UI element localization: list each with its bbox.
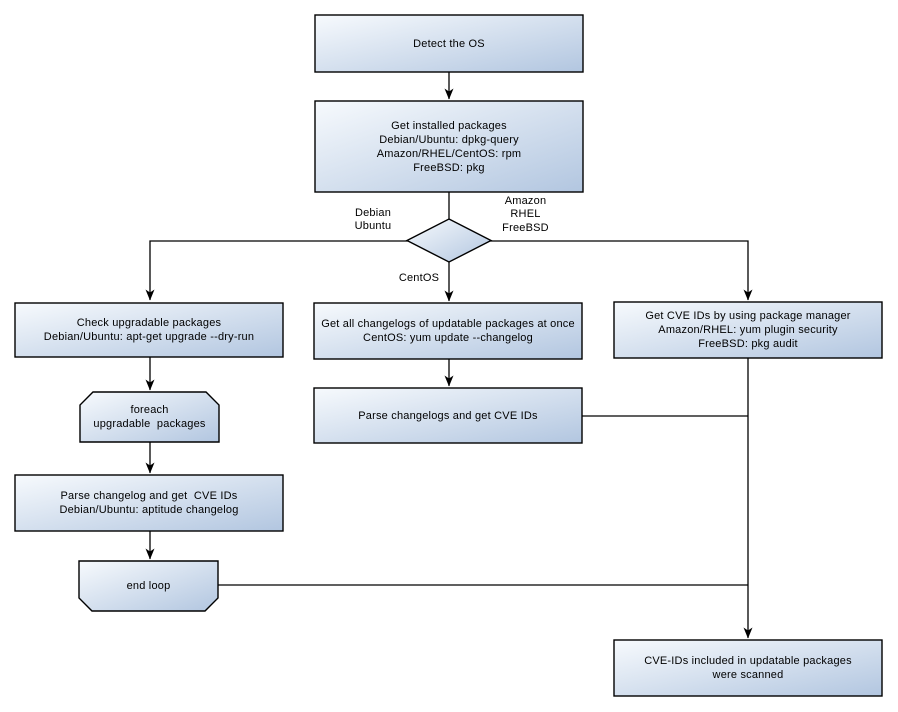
node-get-cve-ids-shape <box>613 301 883 359</box>
node-scan-result-shape <box>613 639 883 697</box>
node-os-decision-diamond <box>405 218 493 263</box>
node-parse-changelog-debian-shape <box>14 474 284 532</box>
node-end-loop-shape <box>78 560 219 612</box>
node-get-installed-packages-shape <box>314 100 584 193</box>
node-get-all-changelogs-shape <box>313 302 583 360</box>
edge-decision-to-check-upgradable <box>145 240 408 301</box>
node-check-upgradable-shape <box>14 302 284 358</box>
node-parse-changelogs-centos-shape <box>313 387 583 444</box>
node-detect-os-shape <box>314 14 584 73</box>
node-foreach-loop-start-shape <box>79 391 220 443</box>
edge-decision-to-get-cve-ids <box>490 240 753 301</box>
